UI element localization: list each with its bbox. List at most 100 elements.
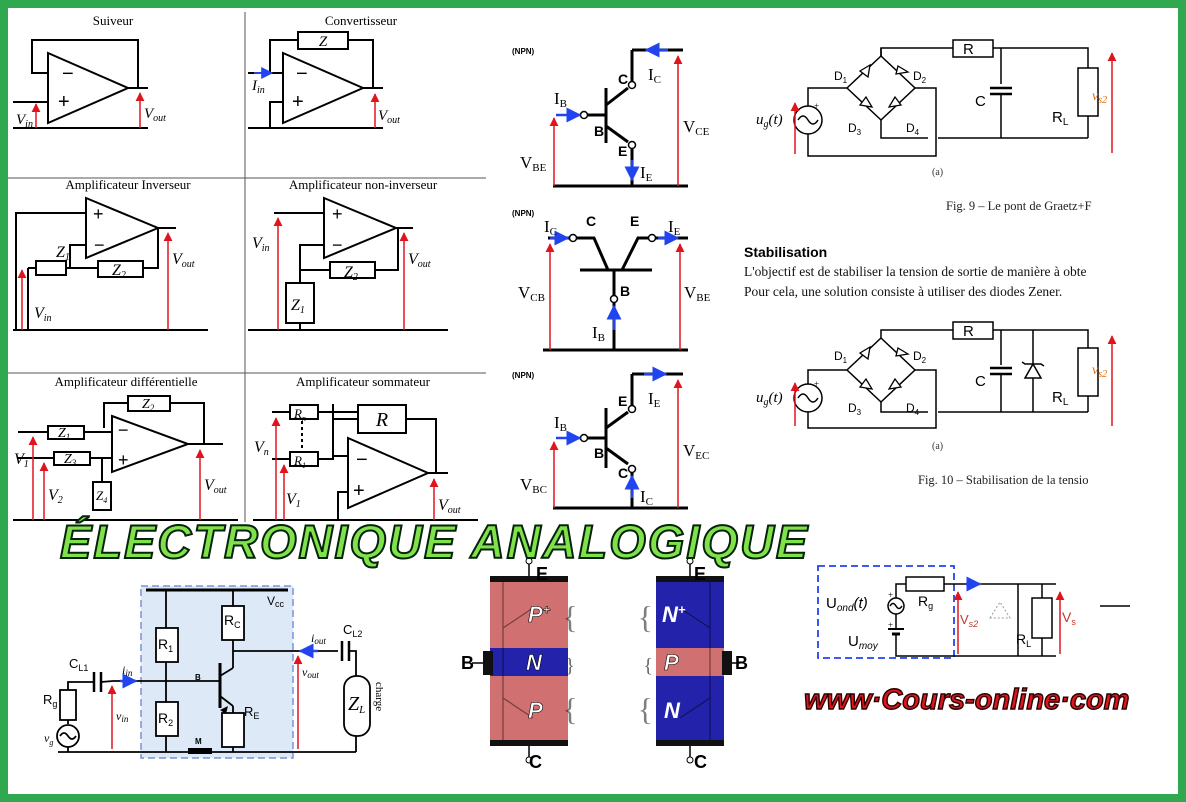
svg-text:E: E xyxy=(618,143,627,159)
svg-text:+: + xyxy=(888,620,893,630)
svg-text:C: C xyxy=(694,752,707,772)
poster: Suiveur − + Vin Vout Convertisseur Z − xyxy=(8,8,1178,794)
svg-text:D1: D1 xyxy=(834,349,848,365)
svg-text:Vs2: Vs2 xyxy=(960,612,978,629)
svg-text:ug(t): ug(t) xyxy=(756,390,783,408)
svg-text:+: + xyxy=(353,480,365,502)
svg-text:Vin: Vin xyxy=(252,235,270,254)
svg-text:M: M xyxy=(195,737,202,746)
svg-text:Z: Z xyxy=(319,34,328,50)
pnp-block: { } { E B C P+ N P xyxy=(461,557,578,772)
svg-text:Vout: Vout xyxy=(172,251,195,270)
svg-text:+: + xyxy=(118,450,129,470)
svg-text:ZL: ZL xyxy=(348,693,365,716)
svg-text:Uond(t): Uond(t) xyxy=(826,595,868,614)
svg-text:D2: D2 xyxy=(913,349,927,365)
svg-text:E: E xyxy=(536,564,548,584)
differentielle-title: Amplificateur différentielle xyxy=(54,374,197,389)
svg-text:Z1: Z1 xyxy=(58,426,70,442)
svg-text:C: C xyxy=(975,373,986,390)
svg-text:Umoy: Umoy xyxy=(848,633,879,652)
svg-text:B: B xyxy=(735,653,748,673)
svg-text:R1: R1 xyxy=(158,636,173,654)
svg-text:{: { xyxy=(643,655,653,677)
opamp-grid xyxy=(8,12,486,522)
npn-block: { { { E B C N+ P N xyxy=(638,557,748,772)
svg-text:vs2: vs2 xyxy=(1092,363,1107,380)
svg-text:CL2: CL2 xyxy=(343,622,362,639)
svg-text:RE: RE xyxy=(244,704,259,721)
svg-text:R: R xyxy=(963,41,974,58)
svg-text:D4: D4 xyxy=(906,121,920,137)
non-inverseur-title: Amplificateur non-inverseur xyxy=(289,177,438,192)
svg-text:P+: P+ xyxy=(528,602,551,627)
svg-text:+: + xyxy=(332,204,343,224)
svg-text:Vin: Vin xyxy=(34,305,52,324)
svg-text:Z2: Z2 xyxy=(344,264,358,283)
svg-text:Z3: Z3 xyxy=(64,452,77,468)
svg-text:E: E xyxy=(630,213,639,229)
sommateur-title: Amplificateur sommateur xyxy=(296,374,431,389)
svg-text:C: C xyxy=(618,71,628,87)
svg-text:VBE: VBE xyxy=(684,283,711,304)
transistor-config-3: (NPN) B E C IB IE IC VBC VEC xyxy=(512,366,709,510)
website-link[interactable]: www·Cours-online·com xyxy=(803,683,1130,716)
svg-text:(NPN): (NPN) xyxy=(512,47,535,56)
svg-text:B: B xyxy=(594,445,604,461)
svg-text:B: B xyxy=(461,653,474,673)
svg-text:V1: V1 xyxy=(14,451,29,470)
inverseur-title: Amplificateur Inverseur xyxy=(65,177,191,192)
transistor-config-2: (NPN) C E B IC IE IB VCB VBE xyxy=(512,209,711,352)
svg-text:{: { xyxy=(638,599,653,635)
svg-text:iin: iin xyxy=(122,663,133,678)
svg-text:VEC: VEC xyxy=(683,441,709,462)
svg-text:−: − xyxy=(356,449,368,471)
svg-text:C: C xyxy=(975,93,986,110)
svg-text:+: + xyxy=(814,101,819,111)
stabilisation-line-1: L'objectif est de stabiliser la tension … xyxy=(744,264,1087,279)
svg-text:VCE: VCE xyxy=(683,117,710,138)
svg-text:vout: vout xyxy=(302,665,319,680)
svg-text:D2: D2 xyxy=(913,69,927,85)
svg-text:Vout: Vout xyxy=(408,251,431,270)
svg-text:ug(t): ug(t) xyxy=(756,112,783,130)
opamp-inverseur: Amplificateur Inverseur + − Z1 Z2 Vin Vo… xyxy=(13,177,208,331)
svg-text:RC: RC xyxy=(224,612,241,630)
svg-text:RL: RL xyxy=(1016,631,1031,649)
svg-text:N+: N+ xyxy=(662,602,686,627)
fig10-caption: Fig. 10 – Stabilisation de la tensio xyxy=(918,473,1089,487)
svg-text:VCB: VCB xyxy=(518,283,545,304)
svg-text:IB: IB xyxy=(592,323,605,344)
svg-text:R2: R2 xyxy=(158,710,173,728)
svg-text:IC: IC xyxy=(544,217,557,238)
svg-text:R: R xyxy=(375,409,388,431)
opamp-differentielle: Amplificateur différentielle − + Z2 Z1 Z… xyxy=(13,374,238,521)
graetz-bridge-2: + R C RL vs2 ug(t) D1 D2 D3 D4 xyxy=(756,321,1117,429)
fig10-subcaption: (a) xyxy=(932,441,944,452)
opamp-sommateur: Amplificateur sommateur Rn R1 R − + Vn V… xyxy=(253,374,478,521)
svg-text:(NPN): (NPN) xyxy=(512,209,535,218)
svg-text:+: + xyxy=(58,91,70,113)
svg-text:N: N xyxy=(526,650,543,675)
svg-text:P: P xyxy=(664,650,679,675)
svg-text:E: E xyxy=(618,393,627,409)
suiveur-title: Suiveur xyxy=(93,13,134,28)
svg-text:IB: IB xyxy=(554,89,567,110)
svg-text:(NPN): (NPN) xyxy=(512,371,535,380)
transistor-config-1: (NPN) B C E IB IC IE VBE VCE xyxy=(512,42,710,188)
svg-text:}: } xyxy=(565,655,575,677)
svg-text:vg: vg xyxy=(44,731,53,747)
svg-text:+: + xyxy=(814,379,819,389)
svg-text:E: E xyxy=(694,564,706,584)
svg-text:Vn: Vn xyxy=(254,439,269,458)
svg-text:IC: IC xyxy=(640,487,653,508)
convertisseur-title: Convertisseur xyxy=(325,13,398,28)
svg-text:−: − xyxy=(94,235,105,255)
svg-text:−: − xyxy=(118,420,129,440)
svg-text:Vout: Vout xyxy=(378,108,400,126)
svg-text:IB: IB xyxy=(554,413,567,434)
svg-text:Z1: Z1 xyxy=(291,297,305,316)
svg-text:Vout: Vout xyxy=(438,497,461,516)
svg-text:vin: vin xyxy=(116,709,129,724)
schematics-canvas: Suiveur − + Vin Vout Convertisseur Z − xyxy=(8,12,1130,772)
